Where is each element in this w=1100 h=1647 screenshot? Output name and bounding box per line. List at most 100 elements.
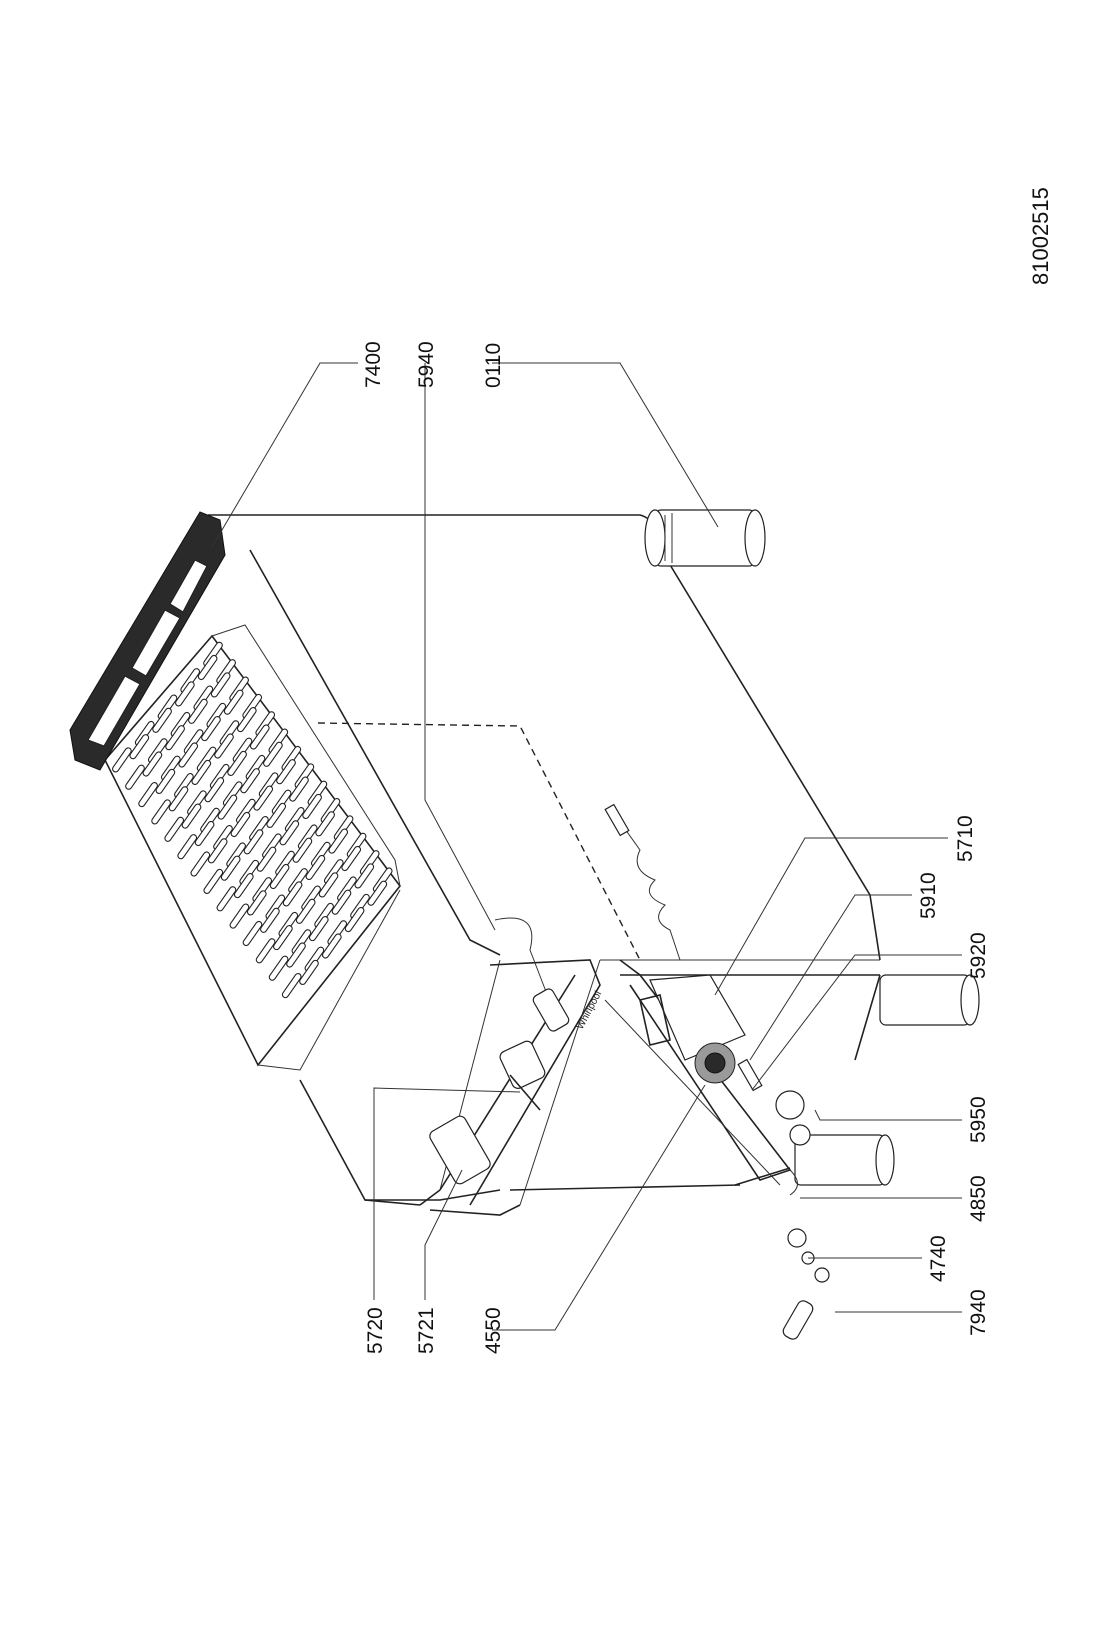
grille-slot <box>164 816 185 842</box>
grille-slot <box>188 698 208 724</box>
grille-slot <box>190 851 211 877</box>
small-fittings <box>737 1058 830 1340</box>
cylinder-part <box>644 509 766 567</box>
grille-slot <box>203 868 224 894</box>
appliance-body <box>208 514 881 1216</box>
grille-slot <box>227 750 247 776</box>
grille-slot <box>249 724 270 750</box>
grille-slot <box>155 768 176 794</box>
grille-slot <box>260 907 280 933</box>
grille-slot <box>217 794 238 820</box>
grille-slot <box>125 764 145 790</box>
grille-slot <box>197 654 218 681</box>
document-id: 81002515 <box>1028 187 1053 285</box>
grille-slot <box>289 776 309 802</box>
grille-slot <box>236 707 257 733</box>
grille-slot <box>223 689 244 715</box>
grille-slot <box>282 881 303 907</box>
grille-slot <box>175 681 195 707</box>
top-trim-panel <box>69 511 226 771</box>
grille-slot <box>243 829 264 855</box>
part-label-7400: 7400 <box>362 341 385 388</box>
grille-slot <box>269 863 290 890</box>
leader-0110 <box>492 362 719 528</box>
grille-slot <box>201 716 221 742</box>
part-labels: 7400 5940 0110 5710 5910 5920 5950 4850 … <box>362 341 990 1354</box>
leader-5920 <box>751 954 962 1091</box>
leader-5940 <box>424 363 496 931</box>
burner-tubes <box>794 974 980 1186</box>
grille-slot <box>295 898 316 924</box>
grille-slot <box>230 811 251 838</box>
grille-slot <box>242 920 263 947</box>
grille-panel <box>104 624 402 1071</box>
leader-5950 <box>814 1109 962 1121</box>
grille-slot <box>204 777 225 803</box>
grille-slot <box>273 925 293 951</box>
grille-slot <box>292 837 313 863</box>
grille-slot <box>216 886 237 912</box>
grille-slot <box>344 907 365 933</box>
grille-slot <box>367 880 388 906</box>
grille-slot <box>220 855 241 881</box>
grille-slot <box>321 933 342 959</box>
grille-slot <box>286 942 306 968</box>
grille-slot <box>246 890 267 916</box>
grille-slot <box>253 785 274 811</box>
part-label-5940: 5940 <box>415 341 438 388</box>
grille-slot <box>194 820 215 847</box>
control-rail <box>439 959 792 1206</box>
leader-lines <box>211 362 962 1331</box>
grille-slot <box>255 938 276 964</box>
part-label-5910: 5910 <box>917 872 940 919</box>
grille-slot <box>142 751 163 777</box>
grille-slot <box>168 786 189 812</box>
grille-slot <box>331 889 352 915</box>
part-label-5710: 5710 <box>954 815 977 862</box>
brand-plate: Whirlpool <box>575 989 604 1031</box>
part-label-7940: 7940 <box>967 1289 990 1336</box>
grille-slot <box>178 742 199 768</box>
part-label-5920: 5920 <box>967 932 990 979</box>
part-label-5721: 5721 <box>415 1307 438 1354</box>
grille-slot <box>268 955 289 981</box>
grille-slot <box>302 793 322 819</box>
grille-slot <box>112 747 132 773</box>
gas-valve <box>639 974 746 1084</box>
leader-5710 <box>714 837 948 996</box>
grille-slot <box>177 834 198 860</box>
thermocouple-wire <box>604 803 681 961</box>
grille-slot <box>354 863 375 889</box>
grille-slot <box>233 873 254 899</box>
grille-slot <box>281 973 302 999</box>
grille-slot <box>305 854 326 881</box>
part-label-4740: 4740 <box>927 1235 950 1282</box>
grille-slot <box>138 782 158 808</box>
ignitor-assembly <box>429 917 570 1185</box>
grille-slot <box>299 959 319 985</box>
leader-4550 <box>492 1084 706 1331</box>
grille-slot <box>181 803 202 829</box>
grille-slot <box>328 828 349 854</box>
grille-slot <box>341 845 362 872</box>
grille-slot <box>240 768 260 794</box>
grille-slot <box>229 903 250 929</box>
grille-slot <box>191 759 212 785</box>
grille-slot <box>151 799 171 825</box>
leader-5720 <box>373 1087 521 1300</box>
part-label-4550: 4550 <box>482 1307 505 1354</box>
grille-slot <box>315 811 335 837</box>
grille-slot <box>318 872 339 898</box>
brand-plate-text: Whirlpool <box>575 989 604 1031</box>
grille-slots <box>112 641 393 999</box>
grille-slot <box>308 916 329 942</box>
part-label-0110: 0110 <box>482 343 505 388</box>
grille-slot <box>210 672 231 698</box>
part-label-5720: 5720 <box>364 1307 387 1354</box>
grille-slot <box>129 734 150 760</box>
grille-slot <box>214 733 234 759</box>
grille-slot <box>165 725 185 751</box>
grille-slot <box>263 741 283 767</box>
leader-7400 <box>211 362 358 548</box>
